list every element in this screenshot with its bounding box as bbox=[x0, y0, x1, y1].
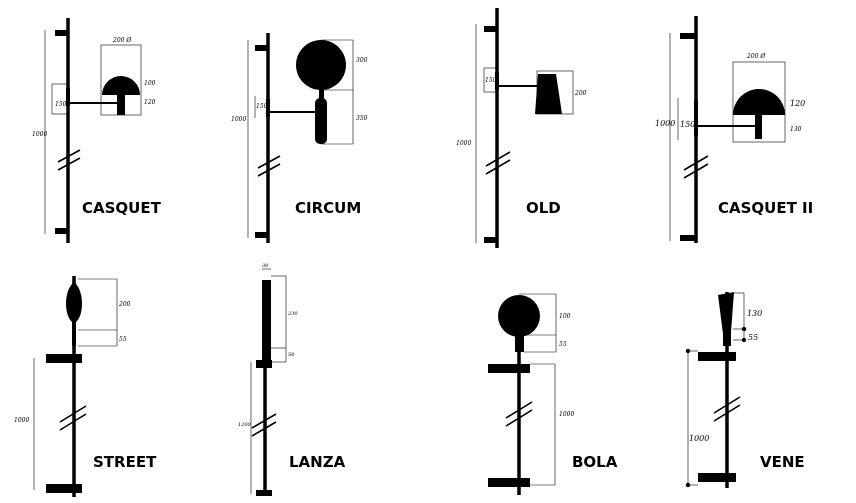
dim-label: 55 bbox=[748, 333, 758, 342]
lamp-old: 150 200 1000 OLD bbox=[456, 8, 587, 248]
lamp-vene: 130 55 1000 VENE bbox=[685, 292, 805, 488]
lamp-name: CASQUET bbox=[82, 199, 162, 217]
lamp-casquet: 200 Ø 100 120 150 1000 CASQUET bbox=[32, 18, 162, 243]
dim-label: 30 bbox=[262, 263, 269, 269]
dim-label: 120 bbox=[790, 99, 805, 108]
lamp-street: 200 55 1000 STREET bbox=[14, 276, 157, 497]
dim-label: 350 bbox=[356, 115, 368, 122]
dim-label: 200 Ø bbox=[112, 37, 132, 44]
dim-label: 50 bbox=[288, 352, 295, 358]
lamp-bola: 100 55 1000 BOLA bbox=[488, 293, 618, 495]
lamp-name: CASQUET II bbox=[718, 199, 813, 217]
lamp-casquet-ii: 200 Ø 120 130 150 1000 CASQUET II bbox=[655, 16, 813, 243]
dim-label: 1200 bbox=[238, 422, 252, 428]
dim-label: 150 bbox=[256, 103, 268, 110]
dim-label: 130 bbox=[747, 309, 762, 318]
lamp-lanza: 30 230 50 1200 LANZA bbox=[238, 263, 346, 496]
dim-label: 200 Ø bbox=[746, 53, 766, 60]
lamp-name: VENE bbox=[760, 453, 805, 471]
dim-label: 1000 bbox=[231, 116, 246, 123]
dim-label: 100 bbox=[144, 80, 156, 87]
dim-label: 1000 bbox=[456, 140, 471, 147]
lamp-name: BOLA bbox=[572, 453, 618, 471]
dim-label: 230 bbox=[287, 311, 298, 317]
dim-label: 1000 bbox=[32, 131, 47, 138]
dim-label: 1000 bbox=[655, 119, 675, 128]
dim-label: 200 bbox=[574, 90, 587, 97]
dim-label: 150 bbox=[485, 77, 497, 84]
dim-label: 120 bbox=[144, 99, 156, 106]
dim-label: 300 bbox=[356, 57, 368, 64]
lamp-name: LANZA bbox=[289, 453, 346, 471]
dim-label: 150 bbox=[680, 120, 695, 129]
lamp-circum: 300 350 150 1000 CIRCUM bbox=[231, 33, 368, 243]
lamp-name: CIRCUM bbox=[295, 199, 361, 217]
dim-label: 1000 bbox=[689, 434, 709, 443]
dim-label: 100 bbox=[559, 313, 571, 320]
dim-label: 200 bbox=[118, 301, 131, 308]
dim-label: 55 bbox=[559, 341, 567, 348]
dim-label: 1000 bbox=[14, 417, 29, 424]
dim-label: 150 bbox=[55, 101, 67, 108]
lamp-name: STREET bbox=[93, 453, 157, 471]
dim-label: 130 bbox=[790, 126, 802, 133]
dim-label: 55 bbox=[119, 336, 127, 343]
dim-label: 1000 bbox=[559, 411, 574, 418]
lamp-name: OLD bbox=[526, 199, 561, 217]
